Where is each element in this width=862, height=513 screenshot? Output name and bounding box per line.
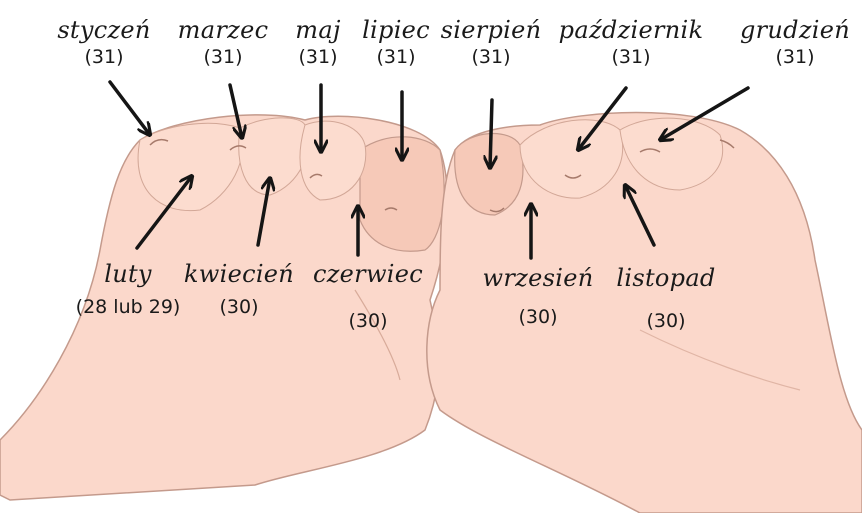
label-april: kwiecień (30) bbox=[184, 262, 294, 317]
label-july: lipiec (31) bbox=[362, 18, 430, 67]
month-name: wrzesień bbox=[483, 266, 594, 290]
month-name: luty bbox=[76, 262, 181, 286]
label-march: marzec (31) bbox=[178, 18, 269, 67]
month-name: styczeń bbox=[57, 18, 150, 42]
month-name: sierpień bbox=[441, 18, 542, 42]
label-september: wrzesień (30) bbox=[483, 266, 594, 327]
day-count: (31) bbox=[178, 48, 269, 67]
label-may: maj (31) bbox=[295, 18, 340, 67]
day-count: (31) bbox=[559, 48, 704, 67]
arrow-august bbox=[490, 100, 492, 168]
day-count: (30) bbox=[616, 312, 715, 331]
label-june: czerwiec (30) bbox=[313, 262, 423, 331]
arrow-january bbox=[110, 82, 150, 135]
day-count: (30) bbox=[483, 308, 594, 327]
day-count: (31) bbox=[57, 48, 150, 67]
label-august: sierpień (31) bbox=[441, 18, 542, 67]
day-count: (28 lub 29) bbox=[76, 298, 181, 317]
month-name: maj bbox=[295, 18, 340, 42]
label-november: listopad (30) bbox=[616, 266, 715, 331]
label-february: luty (28 lub 29) bbox=[76, 262, 181, 317]
month-name: listopad bbox=[616, 266, 715, 290]
day-count: (30) bbox=[313, 312, 423, 331]
day-count: (30) bbox=[184, 298, 294, 317]
label-january: styczeń (31) bbox=[57, 18, 150, 67]
month-name: kwiecień bbox=[184, 262, 294, 286]
day-count: (31) bbox=[362, 48, 430, 67]
day-count: (31) bbox=[295, 48, 340, 67]
day-count: (31) bbox=[740, 48, 850, 67]
month-name: październik bbox=[559, 18, 704, 42]
day-count: (31) bbox=[441, 48, 542, 67]
label-october: październik (31) bbox=[559, 18, 704, 67]
month-name: grudzień bbox=[740, 18, 850, 42]
month-name: czerwiec bbox=[313, 262, 423, 286]
month-name: marzec bbox=[178, 18, 269, 42]
label-december: grudzień (31) bbox=[740, 18, 850, 67]
month-name: lipiec bbox=[362, 18, 430, 42]
